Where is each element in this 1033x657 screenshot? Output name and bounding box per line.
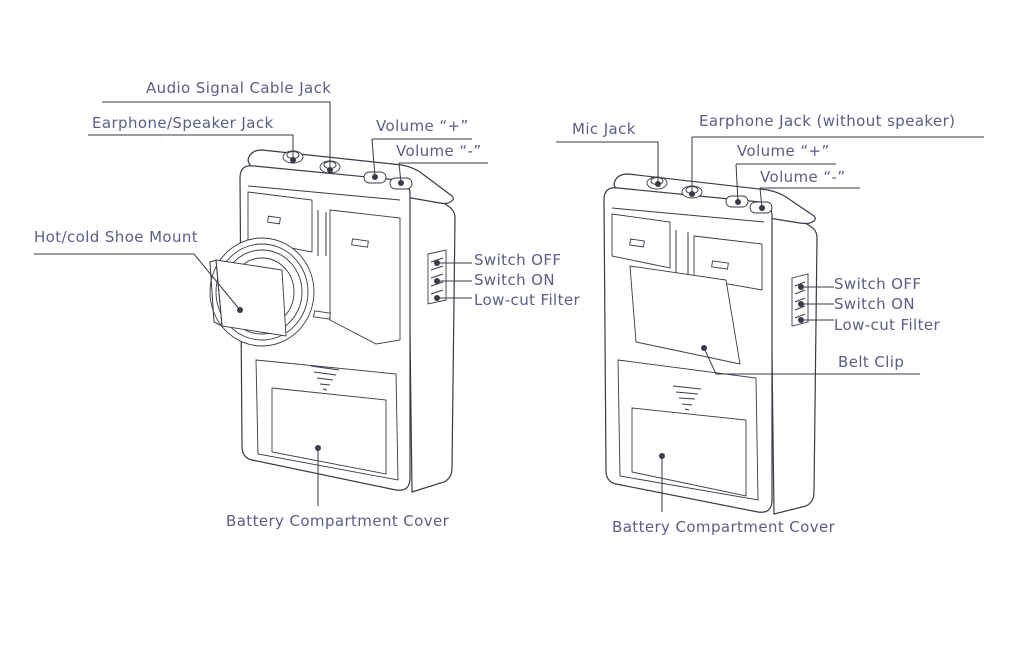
receiver-device [603,173,818,515]
label-low-cut-filter-right: Low-cut Filter [834,316,941,334]
battery-compartment-cover [255,359,399,481]
label-switch-off-right: Switch OFF [834,275,921,293]
label-battery-cover-left: Battery Compartment Cover [226,512,450,530]
battery-compartment-cover-receiver [617,359,759,501]
label-volume-minus-right: Volume “-” [760,168,846,186]
right-leader-lines [556,136,984,512]
label-hot-cold-shoe-mount: Hot/cold Shoe Mount [34,228,198,246]
label-earphone-speaker-jack: Earphone/Speaker Jack [92,114,274,132]
label-switch-off-left: Switch OFF [474,251,561,269]
label-switch-on-left: Switch ON [474,271,555,289]
label-belt-clip: Belt Clip [838,353,904,371]
label-low-cut-filter-left: Low-cut Filter [474,291,581,309]
label-earphone-jack: Earphone Jack (without speaker) [699,112,955,130]
label-volume-plus-right: Volume “+” [737,142,830,160]
hot-cold-shoe-mount [209,237,315,347]
label-volume-plus-left: Volume “+” [376,117,469,135]
label-volume-minus-left: Volume “-” [396,142,482,160]
transmitter-device [209,149,456,493]
label-mic-jack: Mic Jack [572,120,636,138]
label-battery-cover-right: Battery Compartment Cover [612,518,836,536]
left-leader-lines [34,101,488,506]
label-audio-signal-cable-jack: Audio Signal Cable Jack [146,79,331,97]
label-switch-on-right: Switch ON [834,295,915,313]
